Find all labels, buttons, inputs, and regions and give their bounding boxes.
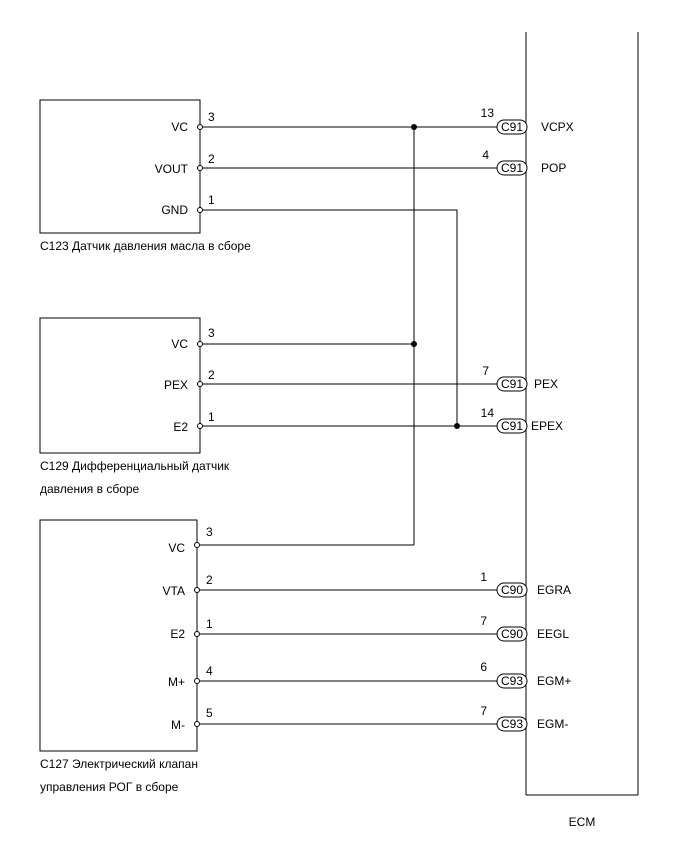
ecm-pin-number: 6: [480, 660, 487, 674]
ecm-pin-number: 14: [481, 406, 495, 420]
terminal-dot: [194, 678, 200, 684]
ecm-signal-label: PEX: [534, 377, 558, 391]
ecm-signal-label: EGRA: [537, 583, 571, 597]
pin-number: 2: [208, 152, 215, 166]
ecm-signal-label: EEGL: [537, 627, 569, 641]
ecm-signal-label: EGM-: [537, 717, 568, 731]
splice-dot: [411, 124, 417, 130]
connector-id: C91: [501, 377, 523, 391]
ecm-terminal-egm-plus: C93 6 EGM+: [480, 660, 571, 689]
pin-label-gnd: GND: [161, 203, 188, 217]
pin-number: 4: [206, 664, 213, 678]
component-c129-caption-line1: C129 Дифференциальный датчик: [40, 459, 230, 473]
splice-dot: [454, 423, 460, 429]
pin-number: 1: [208, 410, 215, 424]
connector-id: C90: [501, 627, 523, 641]
ecm-signal-label: EPEX: [531, 419, 563, 433]
component-c127-caption-line1: C127 Электрический клапан: [40, 757, 198, 771]
pin-label-vout: VOUT: [155, 162, 189, 176]
connector-id: C91: [501, 120, 523, 134]
component-c123-caption: C123 Датчик давления масла в сборе: [40, 239, 251, 253]
pin-label-vc: VC: [171, 337, 188, 351]
splices: [411, 124, 460, 429]
ecm-label: ECM: [569, 815, 596, 829]
ecm-terminal-egra: C90 1 EGRA: [480, 570, 571, 598]
terminal-dot: [194, 587, 200, 593]
pin-number: 3: [206, 525, 213, 539]
pin-label-e2: E2: [173, 420, 188, 434]
ecm-terminal-eegl: C90 7 EEGL: [480, 614, 569, 642]
terminal-dot: [197, 341, 203, 347]
ecm-terminal-epex: C91 14 EPEX: [481, 406, 563, 434]
pin-label-e2: E2: [170, 627, 185, 641]
splice-dot: [411, 341, 417, 347]
pin-number: 2: [208, 368, 215, 382]
ecm-terminal-pex: C91 7 PEX: [482, 364, 558, 392]
pin-label-m-minus: M-: [171, 718, 185, 732]
pin-number: 2: [206, 573, 213, 587]
pin-number: 1: [206, 617, 213, 631]
ecm-terminal-egm-minus: C93 7 EGM-: [480, 704, 568, 732]
connector-id: C91: [501, 161, 523, 175]
c123-pin-labels: VC VOUT GND 3 2 1: [155, 110, 215, 217]
terminal-dot: [197, 423, 203, 429]
connector-id: C91: [501, 419, 523, 433]
terminal-dot: [197, 124, 203, 130]
ecm-pin-number: 1: [480, 570, 487, 584]
pin-number: 3: [208, 326, 215, 340]
pin-label-vta: VTA: [163, 584, 185, 598]
terminal-dot: [194, 542, 200, 548]
ecm-pin-number: 13: [481, 106, 495, 120]
terminal-dot: [194, 721, 200, 727]
component-c127-caption-line2: управления РОГ в сборе: [40, 780, 179, 794]
pin-label-vc: VC: [171, 120, 188, 134]
pin-label-m-plus: M+: [168, 675, 185, 689]
wire: [203, 209, 458, 426]
connector-id: C90: [501, 583, 523, 597]
ecm-terminal-vcpx: C91 13 VCPX: [481, 106, 574, 135]
ecm-pin-number: 7: [482, 364, 489, 378]
ecm-pin-number: 4: [482, 148, 489, 162]
pin-number: 5: [206, 706, 213, 720]
pin-label-vc: VC: [168, 541, 185, 555]
wires: [200, 126, 497, 725]
terminals: [194, 124, 203, 727]
ecm-signal-label: EGM+: [537, 674, 571, 688]
ecm-signal-label: VCPX: [541, 120, 574, 134]
terminal-dot: [197, 381, 203, 387]
ecm-signal-label: POP: [541, 161, 566, 175]
terminal-dot: [194, 631, 200, 637]
c127-pin-labels: VC VTA E2 M+ M- 3 2 1 4 5: [163, 525, 213, 732]
component-c129-caption-line2: давления в сборе: [40, 482, 140, 496]
ecm-pin-number: 7: [480, 704, 487, 718]
terminal-dot: [197, 207, 203, 213]
terminal-dot: [197, 165, 203, 171]
pin-label-pex: PEX: [164, 378, 188, 392]
c129-pin-labels: VC PEX E2 3 2 1: [164, 326, 215, 434]
pin-number: 3: [208, 110, 215, 124]
connector-id: C93: [501, 674, 523, 688]
ecm-pin-number: 7: [480, 614, 487, 628]
pin-number: 1: [208, 193, 215, 207]
connector-id: C93: [501, 717, 523, 731]
ecm-terminal-pop: C91 4 POP: [482, 148, 566, 176]
